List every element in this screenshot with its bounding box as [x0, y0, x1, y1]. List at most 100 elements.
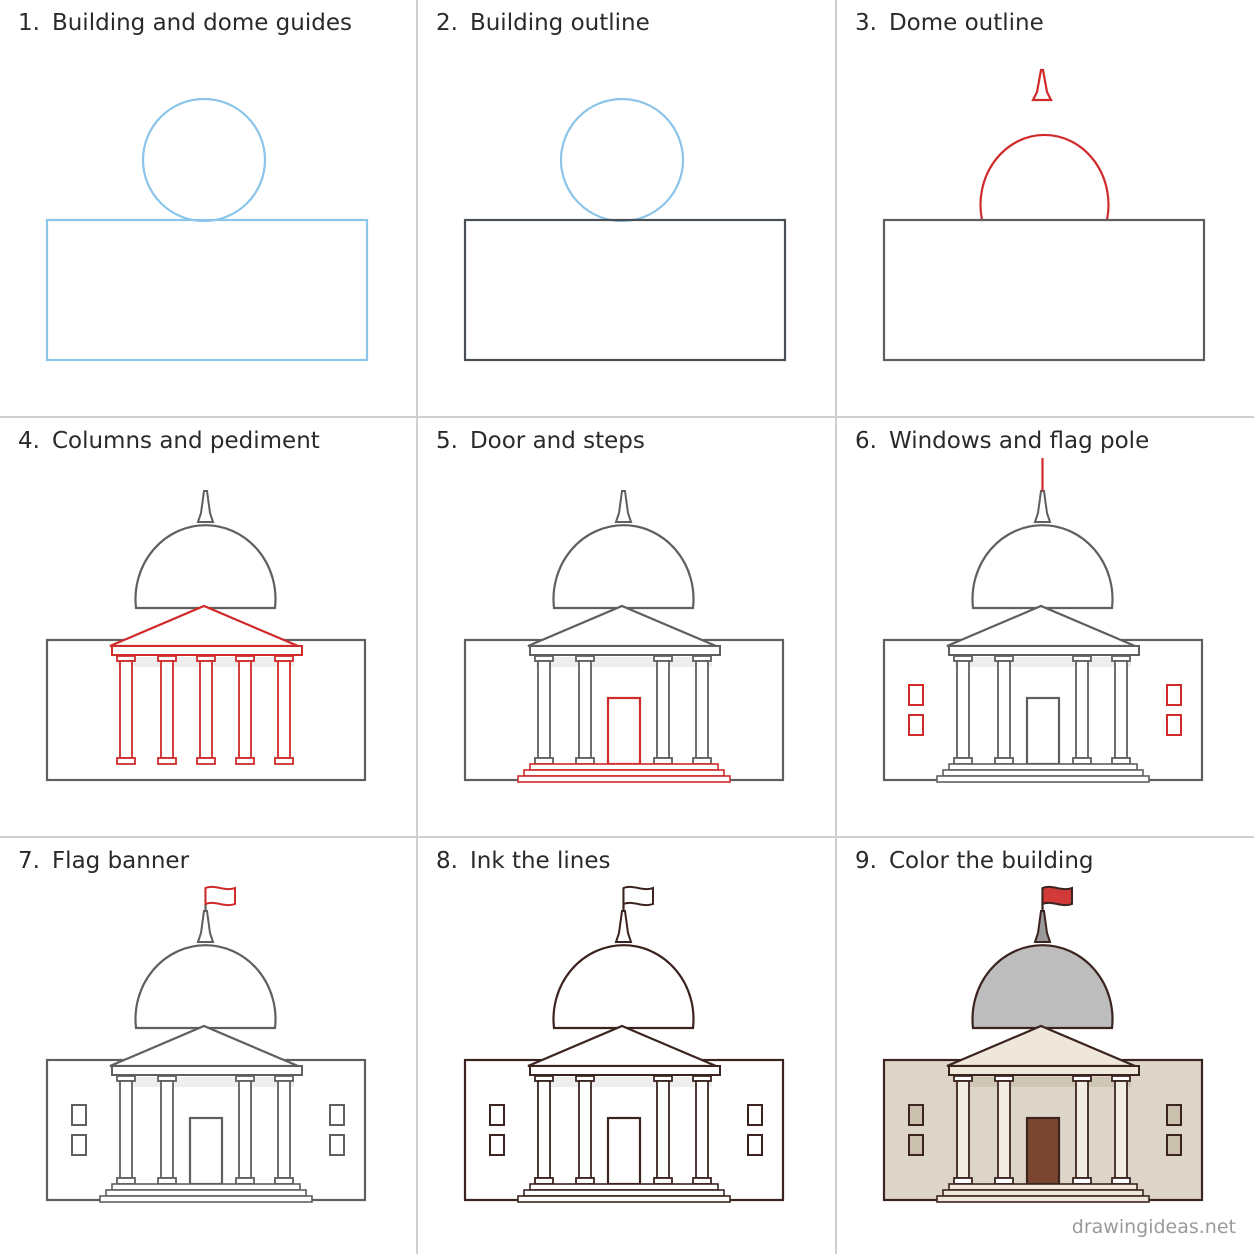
step	[936, 775, 1150, 783]
door	[606, 1116, 642, 1186]
pediment-triangle	[109, 1024, 299, 1068]
pediment-triangle	[527, 1024, 717, 1068]
portico-shadow	[536, 1077, 712, 1087]
pediment-triangle	[946, 1024, 1136, 1068]
step-label: Ink the lines	[469, 848, 611, 874]
pediment-triangle	[946, 604, 1136, 648]
building-rectangle	[463, 218, 787, 362]
step	[948, 1183, 1138, 1191]
step-title: 5. Door and steps	[436, 428, 645, 454]
window	[908, 714, 924, 736]
step-label: Color the building	[888, 848, 1094, 874]
entablature	[111, 1065, 303, 1076]
window	[908, 1134, 924, 1156]
window	[489, 1134, 505, 1156]
column-base	[953, 1177, 973, 1185]
entablature	[948, 1065, 1140, 1076]
window	[489, 1104, 505, 1126]
step-panel-3: 3.Dome outline	[837, 0, 1254, 418]
column-base	[1072, 757, 1092, 765]
entablature	[111, 645, 303, 656]
window	[1166, 1104, 1182, 1126]
column-shaft	[119, 1080, 133, 1179]
column-base	[1072, 1177, 1092, 1185]
dome-spire	[1031, 68, 1053, 102]
window	[71, 1134, 87, 1156]
step-label: Door and steps	[469, 428, 645, 454]
step	[529, 1183, 719, 1191]
flag-banner	[204, 885, 236, 907]
column-base	[534, 757, 554, 765]
step-drawing	[45, 885, 367, 1203]
step-number: 5.	[436, 428, 458, 454]
dome-spire	[1033, 490, 1052, 523]
site-watermark: drawingideas.net	[1071, 1216, 1236, 1238]
entablature	[529, 645, 721, 656]
column-shaft	[199, 660, 213, 759]
step	[111, 1183, 301, 1191]
dome	[552, 944, 695, 1030]
step	[936, 1195, 1150, 1203]
step-panel-7: 7.Flag banner	[0, 838, 418, 1256]
column-base	[235, 1177, 255, 1185]
grid-divider-vertical	[416, 0, 418, 1254]
dome	[134, 944, 277, 1030]
step	[529, 763, 719, 771]
step-panel-8: 8.Ink the lines	[418, 838, 836, 1256]
portico-shadow	[955, 657, 1131, 667]
step-drawing	[882, 458, 1204, 783]
dome-outline	[979, 133, 1110, 221]
building-rectangle	[45, 218, 369, 362]
window	[71, 1104, 87, 1126]
column-shaft	[277, 1080, 291, 1179]
column-base	[653, 757, 673, 765]
column-shaft	[997, 660, 1011, 759]
dome-guide-circle	[141, 97, 267, 223]
window	[1166, 684, 1182, 706]
pediment-triangle	[527, 604, 717, 648]
column-base	[534, 1177, 554, 1185]
dome	[971, 944, 1114, 1030]
column-shaft	[238, 1080, 252, 1179]
dome	[971, 524, 1114, 610]
column-shaft	[1075, 660, 1089, 759]
step-number: 6.	[855, 428, 877, 454]
dome-spire	[1033, 910, 1052, 943]
step-label: Dome outline	[888, 10, 1044, 36]
step	[517, 1195, 731, 1203]
dome-spire	[196, 910, 215, 943]
grid-divider-horizontal	[0, 416, 1254, 418]
window	[329, 1134, 345, 1156]
grid-divider-vertical	[835, 0, 837, 1254]
column-shaft	[578, 1080, 592, 1179]
column-base	[692, 1177, 712, 1185]
step-number: 2.	[436, 10, 458, 36]
portico-shadow	[118, 1077, 294, 1087]
column-base	[1111, 757, 1131, 765]
step-label: Columns and pediment	[51, 428, 320, 454]
column-shaft	[277, 660, 291, 759]
column-shaft	[1114, 660, 1128, 759]
window	[1166, 714, 1182, 736]
step-drawing	[463, 885, 785, 1203]
pediment-triangle	[109, 604, 299, 648]
column-shaft	[997, 1080, 1011, 1179]
step-label: Building outline	[469, 10, 650, 36]
entablature	[529, 1065, 721, 1076]
window	[747, 1104, 763, 1126]
entablature	[948, 645, 1140, 656]
step-title: 6.Windows and flag pole	[855, 428, 1149, 454]
column-shaft	[695, 1080, 709, 1179]
door	[1025, 1116, 1061, 1186]
door	[606, 696, 642, 766]
flag-banner	[1041, 885, 1073, 907]
step-number: 9.	[855, 848, 877, 874]
column-base	[1111, 1177, 1131, 1185]
column-shaft	[537, 1080, 551, 1179]
step-title: 1.Building and dome guides	[18, 10, 352, 36]
column-base	[196, 757, 216, 765]
step	[942, 769, 1144, 777]
step-title: 8.Ink the lines	[436, 848, 611, 874]
column-base	[575, 1177, 595, 1185]
